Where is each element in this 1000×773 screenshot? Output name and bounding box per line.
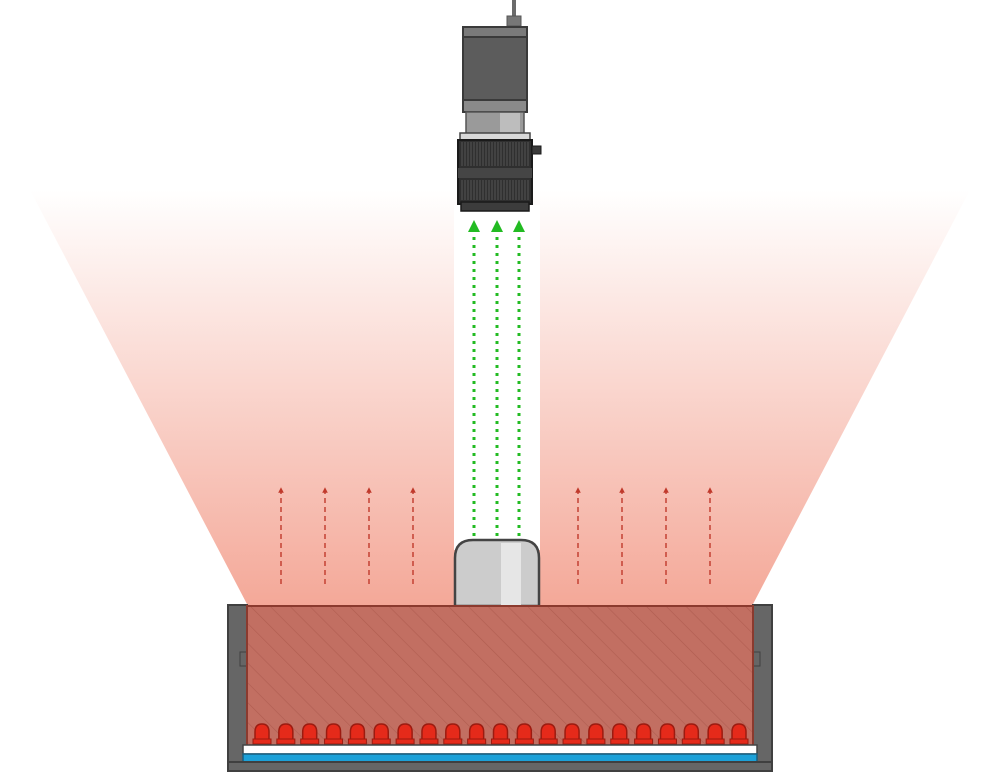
led	[324, 723, 344, 745]
led-base	[657, 738, 677, 745]
led-base	[586, 738, 606, 745]
led-base	[324, 738, 344, 745]
sample-part	[453, 538, 541, 608]
led	[610, 723, 630, 745]
led-base	[371, 738, 391, 745]
led	[419, 723, 439, 745]
led	[538, 723, 558, 745]
led	[586, 723, 606, 745]
led-base	[467, 738, 487, 745]
machine-vision-camera-icon	[462, 0, 528, 135]
housing-base	[227, 761, 773, 772]
led-base	[491, 738, 510, 745]
led-base	[634, 738, 654, 745]
led	[467, 723, 487, 745]
led	[443, 723, 463, 745]
led-backlight-icon	[227, 604, 773, 772]
led	[634, 723, 654, 745]
camera-lens-icon	[457, 132, 542, 212]
led-base	[395, 738, 415, 745]
led-base	[276, 738, 296, 745]
reflected-rays	[468, 220, 525, 536]
led-base	[681, 738, 701, 745]
camera-bottom-band	[462, 99, 528, 113]
led	[371, 723, 391, 745]
led-base	[443, 738, 463, 745]
lens-ring-divider	[458, 168, 532, 178]
led	[562, 723, 582, 745]
led	[252, 723, 272, 745]
led-base	[538, 738, 558, 745]
lens-focus-screw	[531, 145, 542, 155]
led	[705, 723, 725, 745]
pcb-white-layer	[242, 744, 758, 755]
led-array	[252, 723, 749, 745]
led-base	[729, 738, 749, 745]
sample-part-icon	[453, 538, 541, 608]
camera-cable	[512, 0, 516, 18]
lens-front	[460, 201, 530, 212]
led-base	[300, 738, 320, 745]
led	[491, 723, 510, 745]
led	[657, 723, 677, 745]
pcb-blue-layer	[242, 753, 758, 763]
led	[276, 723, 296, 745]
led	[729, 723, 749, 745]
lens-knurl	[461, 142, 529, 200]
led	[395, 723, 415, 745]
diffuser-panel	[246, 605, 754, 747]
emitted-rays	[278, 487, 713, 584]
camera-connector	[506, 15, 522, 27]
led-base	[562, 738, 582, 745]
led-base	[705, 738, 725, 745]
led	[681, 723, 701, 745]
led-base	[514, 738, 534, 745]
camera-top-band	[462, 26, 528, 38]
led	[347, 723, 367, 745]
led-base	[347, 738, 367, 745]
camera-view-column	[454, 205, 540, 550]
led-base	[252, 738, 272, 745]
led-base	[610, 738, 630, 745]
led-base	[419, 738, 439, 745]
led	[514, 723, 534, 745]
led	[300, 723, 320, 745]
camera-mount-highlight	[500, 113, 520, 133]
sample-part-highlight	[501, 543, 521, 605]
